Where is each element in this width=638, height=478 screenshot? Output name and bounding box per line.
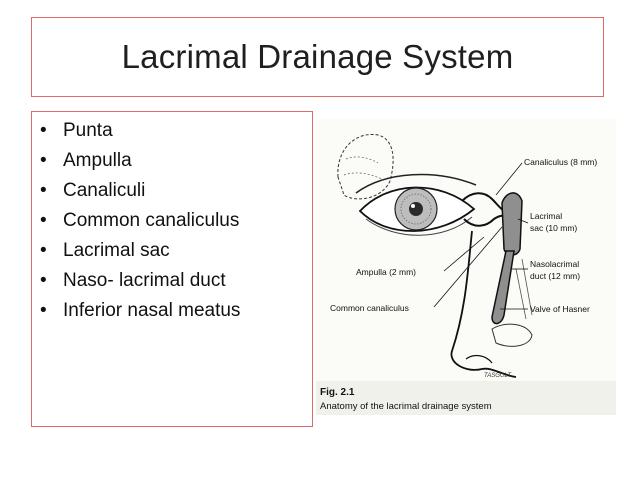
bullet-icon: •	[40, 240, 47, 261]
gland-outline	[337, 133, 394, 200]
bullet-list-frame: • Punta • Ampulla • Canaliculi • Common cana…	[31, 111, 313, 427]
label-canaliculus: Canaliculus (8 mm)	[524, 157, 597, 167]
nasolacrimal-duct	[491, 250, 515, 325]
nose-profile	[450, 230, 517, 378]
list-item: • Lacrimal sac	[32, 236, 312, 266]
bullet-icon: •	[40, 120, 47, 141]
leader-sac	[517, 218, 529, 224]
label-nasolacrimal-2: duct (12 mm)	[530, 271, 580, 281]
anatomy-figure: Canaliculus (8 mm) Lacrimal sac (10 mm) …	[316, 119, 616, 415]
artist-signature: TASGOLT	[484, 373, 512, 379]
inferior-turbinate	[491, 323, 533, 347]
label-common-canaliculus: Common canaliculus	[330, 303, 409, 313]
leader-canaliculus	[495, 162, 523, 196]
gland-lobule-lines	[343, 156, 383, 180]
list-item-text: Punta	[63, 120, 113, 141]
figure-caption: Anatomy of the lacrimal drainage system	[320, 401, 492, 412]
slide-title: Lacrimal Drainage System	[121, 38, 514, 75]
bullet-icon: •	[40, 180, 47, 201]
label-lacrimal-sac-2: sac (10 mm)	[530, 223, 577, 233]
iris-ring	[400, 193, 432, 225]
lacrimal-sac	[501, 192, 523, 256]
septum-lines	[515, 258, 533, 320]
pupil	[409, 202, 423, 216]
label-lacrimal-sac-1: Lacrimal	[530, 211, 562, 221]
bullet-list: • Punta • Ampulla • Canaliculi • Common cana…	[32, 116, 312, 326]
bullet-icon: •	[40, 300, 47, 321]
anatomy-illustration: Canaliculus (8 mm) Lacrimal sac (10 mm) …	[316, 133, 616, 415]
bullet-icon: •	[40, 210, 47, 231]
title-frame: Lacrimal Drainage System	[31, 17, 604, 97]
list-item-text: Naso- lacrimal duct	[63, 270, 226, 291]
list-item-text: Lacrimal sac	[63, 240, 170, 261]
list-item-text: Inferior nasal meatus	[63, 300, 241, 321]
list-item: • Punta	[32, 116, 312, 146]
list-item-text: Canaliculi	[63, 180, 146, 201]
list-item: • Canaliculi	[32, 176, 312, 206]
figure-number: Fig. 2.1	[320, 387, 355, 398]
list-item: • Common canaliculus	[32, 206, 312, 236]
list-item-text: Common canaliculus	[63, 210, 240, 231]
list-item: • Ampulla	[32, 146, 312, 176]
lower-lid	[365, 216, 473, 236]
label-ampulla: Ampulla (2 mm)	[356, 267, 416, 277]
lower-canaliculus	[463, 214, 509, 227]
bullet-icon: •	[40, 150, 47, 171]
label-valve: Valve of Hasner	[530, 304, 590, 314]
pupil-highlight	[411, 204, 415, 208]
leader-ampulla	[443, 236, 485, 272]
upper-lid-fold	[355, 173, 477, 194]
bullet-icon: •	[40, 270, 47, 291]
list-item: • Naso- lacrimal duct	[32, 266, 312, 296]
leader-common	[433, 226, 503, 308]
nostril	[465, 354, 493, 364]
label-nasolacrimal-1: Nasolacrimal	[530, 259, 579, 269]
list-item-text: Ampulla	[63, 150, 132, 171]
list-item: • Inferior nasal meatus	[32, 296, 312, 326]
caption-band	[316, 381, 616, 415]
